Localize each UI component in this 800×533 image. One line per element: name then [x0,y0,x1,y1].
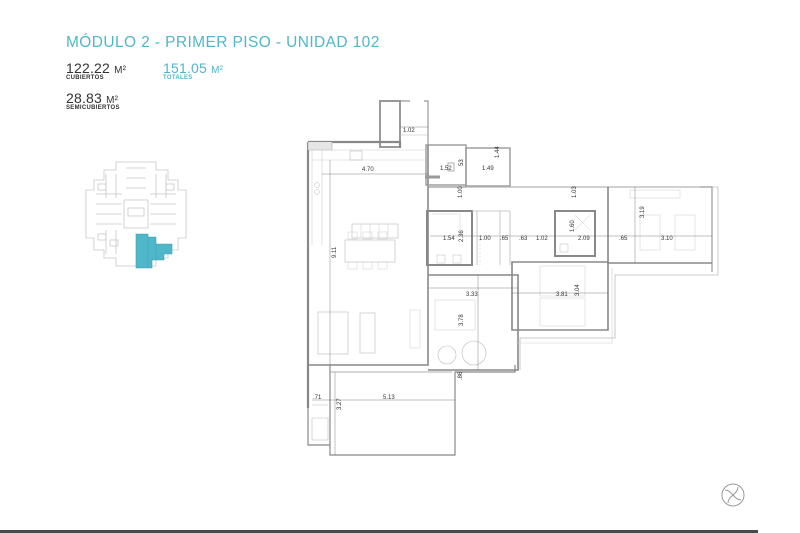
dim-label: 1.00 [458,186,464,198]
area-totales-label: TOTALES [163,75,193,81]
dim-label: 1.60 [570,220,576,232]
area-semicubiertos-value: 28.83 [66,90,103,106]
area-semicubiertos: 28.83 M² SEMICUBIERTOS [66,90,120,111]
area-totales-value: 151.05 [163,60,208,76]
dim-label: .65 [619,236,628,242]
dim-label: 3.27 [337,398,343,410]
dim-label: 1.02 [403,128,415,134]
dim-label: 1.52 [440,166,452,172]
dim-label: 1.03 [572,186,578,198]
area-cubiertos: 122.22 M² CUBIERTOS [66,60,126,81]
dim-label: 4.70 [362,167,374,173]
dim-label: .63 [519,236,528,242]
brand-knot-icon [721,483,745,507]
dim-label: 3.04 [575,284,581,296]
dim-label: 1.00 [479,236,491,242]
dim-label: 1.44 [495,146,501,158]
dim-label: 3.78 [459,314,465,326]
area-cubiertos-value: 122.22 [66,60,111,76]
page-title: MÓDULO 2 - PRIMER PISO - UNIDAD 102 [66,34,380,51]
dim-label: 3.33 [466,292,478,298]
footer-bar [0,530,758,533]
dim-label: 3.81 [556,292,568,298]
dim-label: .65 [500,236,509,242]
dim-label: 53 [459,159,465,166]
area-unit: M² [211,65,224,76]
dim-label: 3.10 [661,236,673,242]
dim-label: 1.49 [482,166,494,172]
dim-label: 2.36 [459,230,465,242]
dim-label: .86 [458,371,464,380]
dim-label: 1.02 [536,236,548,242]
area-unit: M² [106,95,119,106]
dim-label: 5.13 [383,395,395,401]
area-cubiertos-label: CUBIERTOS [66,75,104,81]
building-keyplan-icon [85,161,187,269]
dim-label: 1.54 [443,236,455,242]
dim-label: 3.19 [640,206,646,218]
dim-label: 2.09 [578,236,590,242]
dim-label: 9.11 [332,246,338,258]
area-totales: 151.05 M² TOTALES [163,60,223,81]
area-unit: M² [114,65,127,76]
area-semicubiertos-label: SEMICUBIERTOS [66,105,120,111]
floor-plan: 1.02 4.70 1.52 53 1.49 1.44 1.00 1.03 9.… [306,100,719,456]
dim-label: .71 [313,395,322,401]
